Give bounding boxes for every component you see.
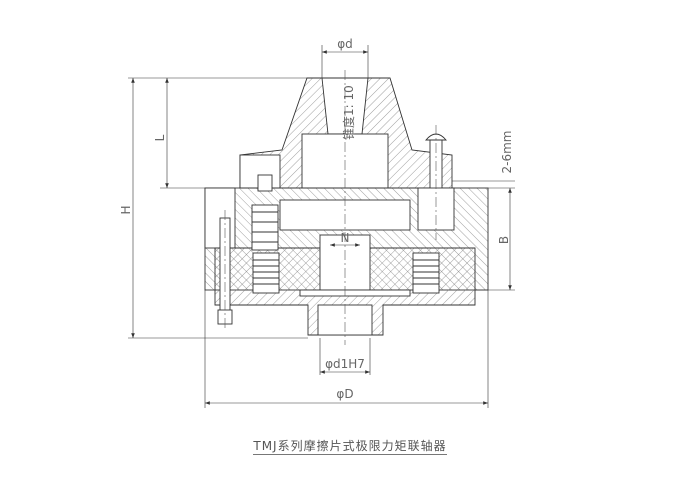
cap-nut	[425, 133, 447, 141]
dim-width-B: B	[497, 236, 511, 244]
friction-pack-left	[252, 252, 280, 294]
dim-taper: 锥度1: 10	[341, 85, 356, 140]
dim-bore-d: φd	[337, 37, 353, 51]
drawing-title-text: TMJ系列摩擦片式极限力矩联轴器	[253, 439, 447, 455]
centerlines	[224, 70, 437, 345]
drawing-title: TMJ系列摩擦片式极限力矩联轴器	[0, 437, 700, 455]
friction-pack-right	[412, 252, 440, 294]
dim-height-H: H	[119, 205, 133, 214]
dim-bore-d1: φd1H7	[325, 357, 365, 371]
dim-gap: 2-6mm	[500, 131, 514, 174]
dim-outer-D: φD	[336, 387, 353, 401]
dim-length-L: L	[153, 134, 167, 141]
dim-key-N: N	[341, 231, 350, 245]
dimension-lines	[128, 45, 515, 408]
spring	[251, 204, 279, 251]
spring-bolt	[257, 174, 273, 192]
